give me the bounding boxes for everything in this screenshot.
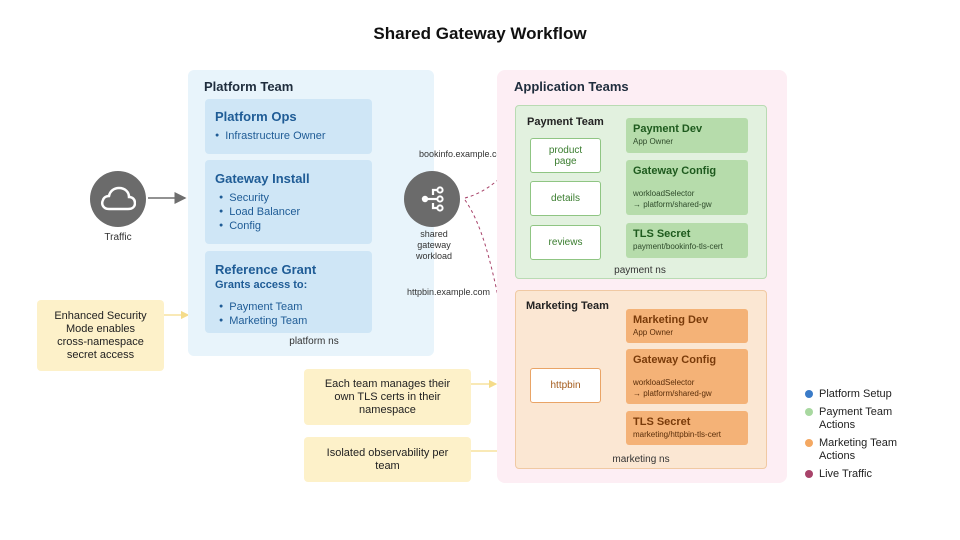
legend-entry-payment: Payment Team Actions [805, 406, 955, 437]
legend-label: Marketing Team Actions [819, 437, 897, 463]
note-line: cross-namespace [57, 335, 144, 348]
legend-label-line: Payment Team [819, 406, 893, 418]
application-teams-title: Application Teams [514, 79, 629, 94]
marketing-ns-label: marketing ns [612, 454, 670, 465]
legend-label: Live Traffic [819, 468, 872, 480]
reference-grant-title: Reference Grant [215, 262, 317, 277]
list-item: Load Balancer [219, 205, 300, 219]
legend-entry-live-traffic: Live Traffic [805, 468, 955, 486]
marketing-gateway-config-box: Gateway Config workloadSelector → platfo… [626, 349, 748, 404]
gateway-label-line: workload [415, 251, 453, 261]
marketing-tls-secret-sub: marketing/httpbin-tls-cert [633, 430, 722, 439]
legend-swatch [805, 439, 813, 447]
legend-entry-platform: Platform Setup [805, 388, 955, 406]
diagram-title: Shared Gateway Workflow [373, 24, 587, 43]
payment-dev-box: Payment Dev App Owner [626, 118, 748, 153]
shared-gateway-node [404, 171, 460, 227]
list-item: Config [219, 219, 300, 233]
note-line: own TLS certs in their [334, 390, 441, 403]
note-text: Each team manages their own TLS certs in… [325, 378, 450, 417]
marketing-tls-secret-title: TLS Secret [633, 416, 691, 428]
marketing-tls-secret-box: TLS Secret marketing/httpbin-tls-cert [626, 411, 748, 445]
shared-gateway-label: shared gateway workload [400, 229, 468, 262]
platform-ops-title: Platform Ops [215, 109, 297, 124]
legend-swatch [805, 390, 813, 398]
security-mode-note: Enhanced Security Mode enables cross-nam… [37, 300, 164, 371]
platform-team-title: Platform Team [204, 79, 294, 94]
service-label: httpbin [550, 380, 581, 391]
list-item: Infrastructure Owner [215, 129, 325, 143]
gateway-install-title: Gateway Install [215, 171, 310, 186]
legend-label: Payment Team Actions [819, 406, 892, 432]
note-line: team [375, 459, 400, 472]
gateway-install-list: Security Load Balancer Config [219, 191, 300, 233]
payment-tls-secret-box: TLS Secret payment/bookinfo-tls-cert [626, 223, 748, 258]
marketing-team-title: Marketing Team [526, 300, 609, 312]
note-line: namespace [359, 403, 416, 416]
traffic-label: Traffic [104, 232, 132, 243]
service-label: product page [548, 144, 583, 167]
payment-tls-secret-sub: payment/bookinfo-tls-cert [633, 242, 723, 251]
payment-gateway-config-line: workloadSelector [633, 189, 695, 198]
marketing-dev-sub: App Owner [633, 328, 674, 337]
details-service: details [530, 181, 601, 216]
marketing-gateway-config-title: Gateway Config [633, 354, 717, 366]
payment-dev-title: Payment Dev [633, 123, 703, 135]
payment-gateway-config-title: Gateway Config [633, 165, 717, 177]
platform-ops-box: Platform Ops Infrastructure Owner [205, 99, 372, 154]
marketing-dev-box: Marketing Dev App Owner [626, 309, 748, 343]
note-line: Enhanced Security [54, 309, 147, 322]
reference-grant-box: Reference Grant Grants access to: Paymen… [205, 251, 372, 333]
cloud-icon [101, 186, 136, 211]
reference-grant-list: Payment Team Marketing Team [219, 300, 307, 328]
legend-label-line: Marketing Team [819, 437, 898, 449]
traffic-node [90, 171, 146, 227]
payment-ns-label: payment ns [614, 265, 666, 276]
legend: Platform Setup Payment Team Actions Mark… [805, 388, 955, 486]
httpbin-host-label: httpbin.example.com [407, 287, 491, 297]
list-item: Payment Team [219, 300, 307, 314]
note-text: Isolated observability per team [327, 447, 449, 473]
list-item: Security [219, 191, 300, 205]
gateway-label-line: shared [420, 229, 448, 239]
service-label: details [551, 193, 580, 204]
legend-swatch [805, 408, 813, 416]
observability-note: Isolated observability per team [304, 437, 471, 482]
gateway-label-line: gateway [417, 240, 451, 250]
productpage-service: product page [530, 138, 601, 173]
note-line: Each team manages their [324, 377, 451, 390]
gateway-split-icon [421, 186, 444, 212]
note-line: Isolated observability per [326, 446, 449, 459]
payment-gateway-config-box: Gateway Config workloadSelector → platfo… [626, 160, 748, 215]
marketing-gateway-config-line: workloadSelector [633, 378, 695, 387]
httpbin-service: httpbin [530, 368, 601, 403]
marketing-dev-title: Marketing Dev [633, 314, 709, 326]
note-text: Enhanced Security Mode enables cross-nam… [54, 310, 146, 362]
list-item: Marketing Team [219, 314, 307, 328]
payment-team-title: Payment Team [527, 116, 604, 128]
legend-label-line: Actions [819, 450, 856, 462]
legend-entry-marketing: Marketing Team Actions [805, 437, 955, 468]
tls-certs-note: Each team manages their own TLS certs in… [304, 369, 471, 425]
legend-swatch [805, 470, 813, 478]
note-line: Mode enables [65, 322, 136, 335]
legend-label: Platform Setup [819, 388, 892, 400]
reference-grant-subtitle: Grants access to: [215, 279, 308, 291]
payment-tls-secret-title: TLS Secret [633, 228, 691, 240]
payment-gateway-config-line: → platform/shared-gw [633, 200, 712, 209]
platform-ops-list: Infrastructure Owner [215, 129, 325, 143]
note-line: secret access [66, 348, 135, 361]
reviews-service: reviews [530, 225, 601, 260]
marketing-gateway-config-line: → platform/shared-gw [633, 389, 712, 398]
service-label: reviews [548, 237, 583, 248]
platform-ns-label: platform ns [289, 336, 339, 347]
bookinfo-host-label: bookinfo.example.com [419, 149, 510, 159]
payment-dev-sub: App Owner [633, 137, 674, 146]
legend-label-line: Actions [819, 419, 856, 431]
gateway-install-box: Gateway Install Security Load Balancer C… [205, 160, 372, 244]
